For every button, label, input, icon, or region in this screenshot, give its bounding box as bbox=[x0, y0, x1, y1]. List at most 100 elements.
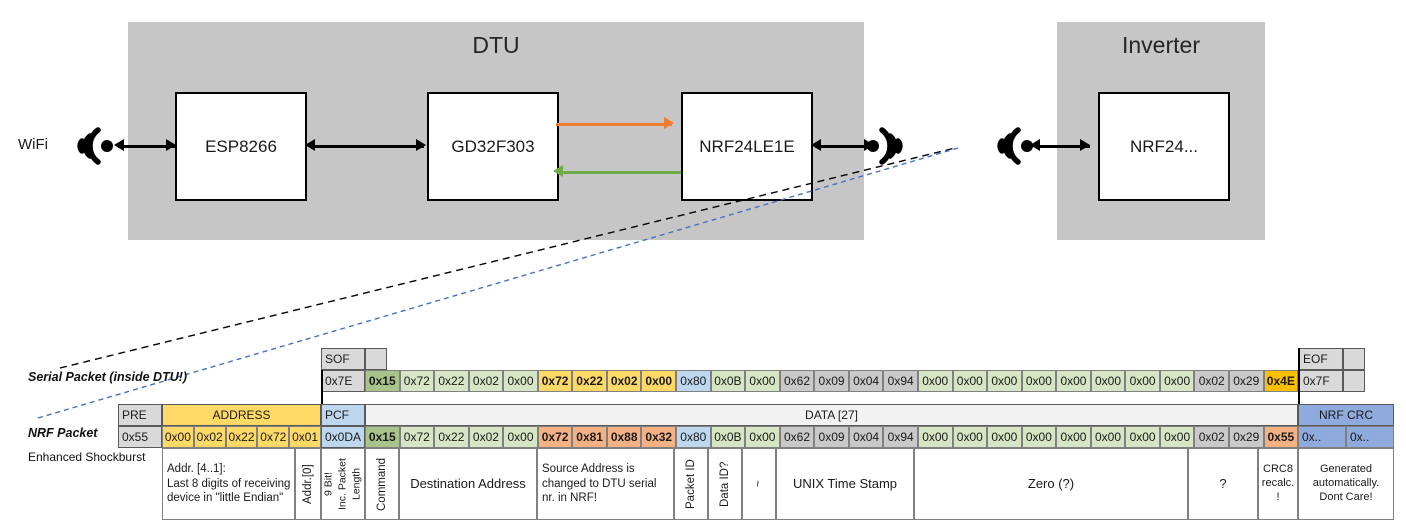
nrf-crc-byte-0: 0x.. bbox=[1298, 426, 1346, 448]
nrf-antenna-arrow-left bbox=[811, 139, 821, 151]
desc-question: ? bbox=[1188, 448, 1258, 520]
nrf-byte-2: 0x22 bbox=[434, 426, 469, 448]
desc-source-address: Source Address is changed to DTU serial … bbox=[537, 448, 674, 520]
serial-byte-6: 0x22 bbox=[572, 370, 607, 392]
desc-packet-length-3: Length bbox=[350, 467, 363, 501]
serial-sof-value: 0x7E bbox=[321, 370, 365, 392]
chip-nrf24-inverter-label: NRF24... bbox=[1129, 136, 1199, 156]
block-diagram: DTU Inverter WiFi ESP8266 GD32F303 bbox=[18, 22, 1265, 240]
serial-byte-9: 0x80 bbox=[676, 370, 711, 392]
wifi-esp-arrow-left bbox=[114, 139, 124, 151]
serial-sof-header: SOF bbox=[321, 348, 365, 370]
nrf-byte-7: 0x88 bbox=[606, 426, 642, 448]
serial-byte-7: 0x02 bbox=[606, 370, 642, 392]
wifi-esp-arrow-right bbox=[166, 139, 176, 151]
desc-packet-length-2: Inc. Packet bbox=[336, 458, 349, 510]
nrf-crc-byte-1: 0x.. bbox=[1346, 426, 1394, 448]
serial-byte-14: 0x04 bbox=[848, 370, 884, 392]
nrf-byte-10: 0x0B bbox=[710, 426, 746, 448]
nrf-byte-16: 0x00 bbox=[917, 426, 953, 448]
desc-address-text: Addr. [4..1]: Last 8 digits of receiving… bbox=[167, 463, 291, 505]
nrf-byte-15: 0x94 bbox=[883, 426, 918, 448]
nrf-byte-22: 0x00 bbox=[1125, 426, 1160, 448]
chip-nrf24le1e-label: NRF24LE1E bbox=[699, 136, 795, 156]
serial-byte-22: 0x00 bbox=[1125, 370, 1160, 392]
nrf-data-header: DATA [27] bbox=[365, 404, 1298, 426]
serial-byte-17: 0x00 bbox=[952, 370, 988, 392]
esp-gd32-arrow-right bbox=[416, 139, 426, 151]
packet-tables: Serial Packet (inside DTU!) NRF Packet E… bbox=[0, 330, 1406, 523]
desc-zero: Zero (?) bbox=[914, 448, 1188, 520]
inverter-antenna-arrow-left bbox=[1030, 139, 1040, 151]
serial-packet-label: Serial Packet (inside DTU!) bbox=[28, 370, 188, 384]
serial-sof-header-pad bbox=[365, 348, 387, 370]
chip-nrf24le1e: NRF24LE1E bbox=[681, 92, 813, 201]
desc-tilde: ~ bbox=[742, 448, 776, 520]
dtu-title: DTU bbox=[472, 32, 520, 58]
nrf-byte-17: 0x00 bbox=[952, 426, 988, 448]
inverter-antenna-wire bbox=[1036, 145, 1090, 148]
esp-gd32-wire bbox=[312, 145, 424, 148]
nrf-byte-0: 0x15 bbox=[365, 426, 400, 448]
inverter-antenna-arrow-right bbox=[1080, 139, 1090, 151]
serial-byte-13: 0x09 bbox=[814, 370, 849, 392]
desc-address: Addr. [4..1]: Last 8 digits of receiving… bbox=[162, 448, 295, 520]
serial-byte-21: 0x00 bbox=[1090, 370, 1126, 392]
desc-command: Command bbox=[365, 448, 399, 520]
nrf-byte-20: 0x00 bbox=[1056, 426, 1091, 448]
nrf-packet-label: NRF Packet bbox=[28, 426, 98, 440]
desc-crc8: CRC8 recalc. ! bbox=[1258, 448, 1298, 520]
nrf-gd32-green-wire bbox=[562, 171, 682, 174]
serial-byte-16: 0x00 bbox=[917, 370, 953, 392]
nrf-byte-9: 0x80 bbox=[676, 426, 711, 448]
serial-eof-header-pad bbox=[1343, 348, 1365, 370]
desc-generated: Generated automatically. Dont Care! bbox=[1298, 448, 1394, 520]
desc-packet-length: 9 Bit! Inc. Packet Length bbox=[321, 448, 365, 520]
nrf-byte-11: 0x00 bbox=[745, 426, 780, 448]
serial-byte-15: 0x94 bbox=[883, 370, 918, 392]
nrf-packet-sublabel: Enhanced Shockburst bbox=[28, 450, 146, 464]
serial-eof-header: EOF bbox=[1299, 348, 1343, 370]
nrf-byte-14: 0x04 bbox=[848, 426, 884, 448]
nrf-address-header: ADDRESS bbox=[162, 404, 321, 426]
nrf-byte-8: 0x32 bbox=[641, 426, 677, 448]
desc-addr0: Addr.[0] bbox=[295, 448, 321, 520]
nrf-byte-18: 0x00 bbox=[987, 426, 1022, 448]
serial-byte-24: 0x02 bbox=[1194, 370, 1229, 392]
serial-eof-value-pad bbox=[1343, 370, 1365, 392]
serial-byte-5: 0x72 bbox=[537, 370, 573, 392]
desc-packet-id: Packet ID bbox=[674, 448, 708, 520]
nrf-gd32-green-arrow bbox=[553, 165, 563, 177]
nrf-pre-value: 0x55 bbox=[118, 426, 162, 448]
serial-byte-0: 0x15 bbox=[365, 370, 400, 392]
serial-byte-4: 0x00 bbox=[503, 370, 538, 392]
serial-byte-11: 0x00 bbox=[745, 370, 780, 392]
nrf-byte-3: 0x02 bbox=[468, 426, 504, 448]
nrf-byte-6: 0x81 bbox=[572, 426, 607, 448]
nrf-byte-1: 0x72 bbox=[399, 426, 435, 448]
antenna-icon-inverter bbox=[988, 118, 1034, 174]
wifi-label: WiFi bbox=[18, 136, 48, 153]
inverter-enclosure: Inverter bbox=[1057, 22, 1265, 240]
serial-eof-value: 0x7F bbox=[1299, 370, 1343, 392]
nrf-byte-4: 0x00 bbox=[503, 426, 538, 448]
serial-byte-20: 0x00 bbox=[1056, 370, 1091, 392]
desc-packet-length-1: 9 Bit! bbox=[322, 472, 335, 496]
nrf-address-byte-4: 0x01 bbox=[289, 426, 321, 448]
nrf-address-byte-1: 0x02 bbox=[193, 426, 226, 448]
nrf-pcf-header: PCF bbox=[321, 404, 365, 426]
nrf-byte-26: 0x55 bbox=[1263, 426, 1299, 448]
serial-byte-8: 0x00 bbox=[641, 370, 677, 392]
serial-byte-26: 0x4E bbox=[1263, 370, 1299, 392]
nrf-pcf-value: 0x0DA bbox=[321, 426, 365, 448]
nrf-address-byte-0: 0x00 bbox=[162, 426, 194, 448]
nrf-byte-23: 0x00 bbox=[1159, 426, 1195, 448]
serial-byte-10: 0x0B bbox=[710, 370, 746, 392]
chip-nrf24-inverter: NRF24... bbox=[1098, 92, 1230, 201]
nrf-byte-13: 0x09 bbox=[814, 426, 849, 448]
antenna-icon bbox=[68, 118, 114, 174]
serial-byte-18: 0x00 bbox=[987, 370, 1022, 392]
nrf-pre-header: PRE bbox=[118, 404, 162, 426]
nrf-address-byte-3: 0x72 bbox=[257, 426, 290, 448]
